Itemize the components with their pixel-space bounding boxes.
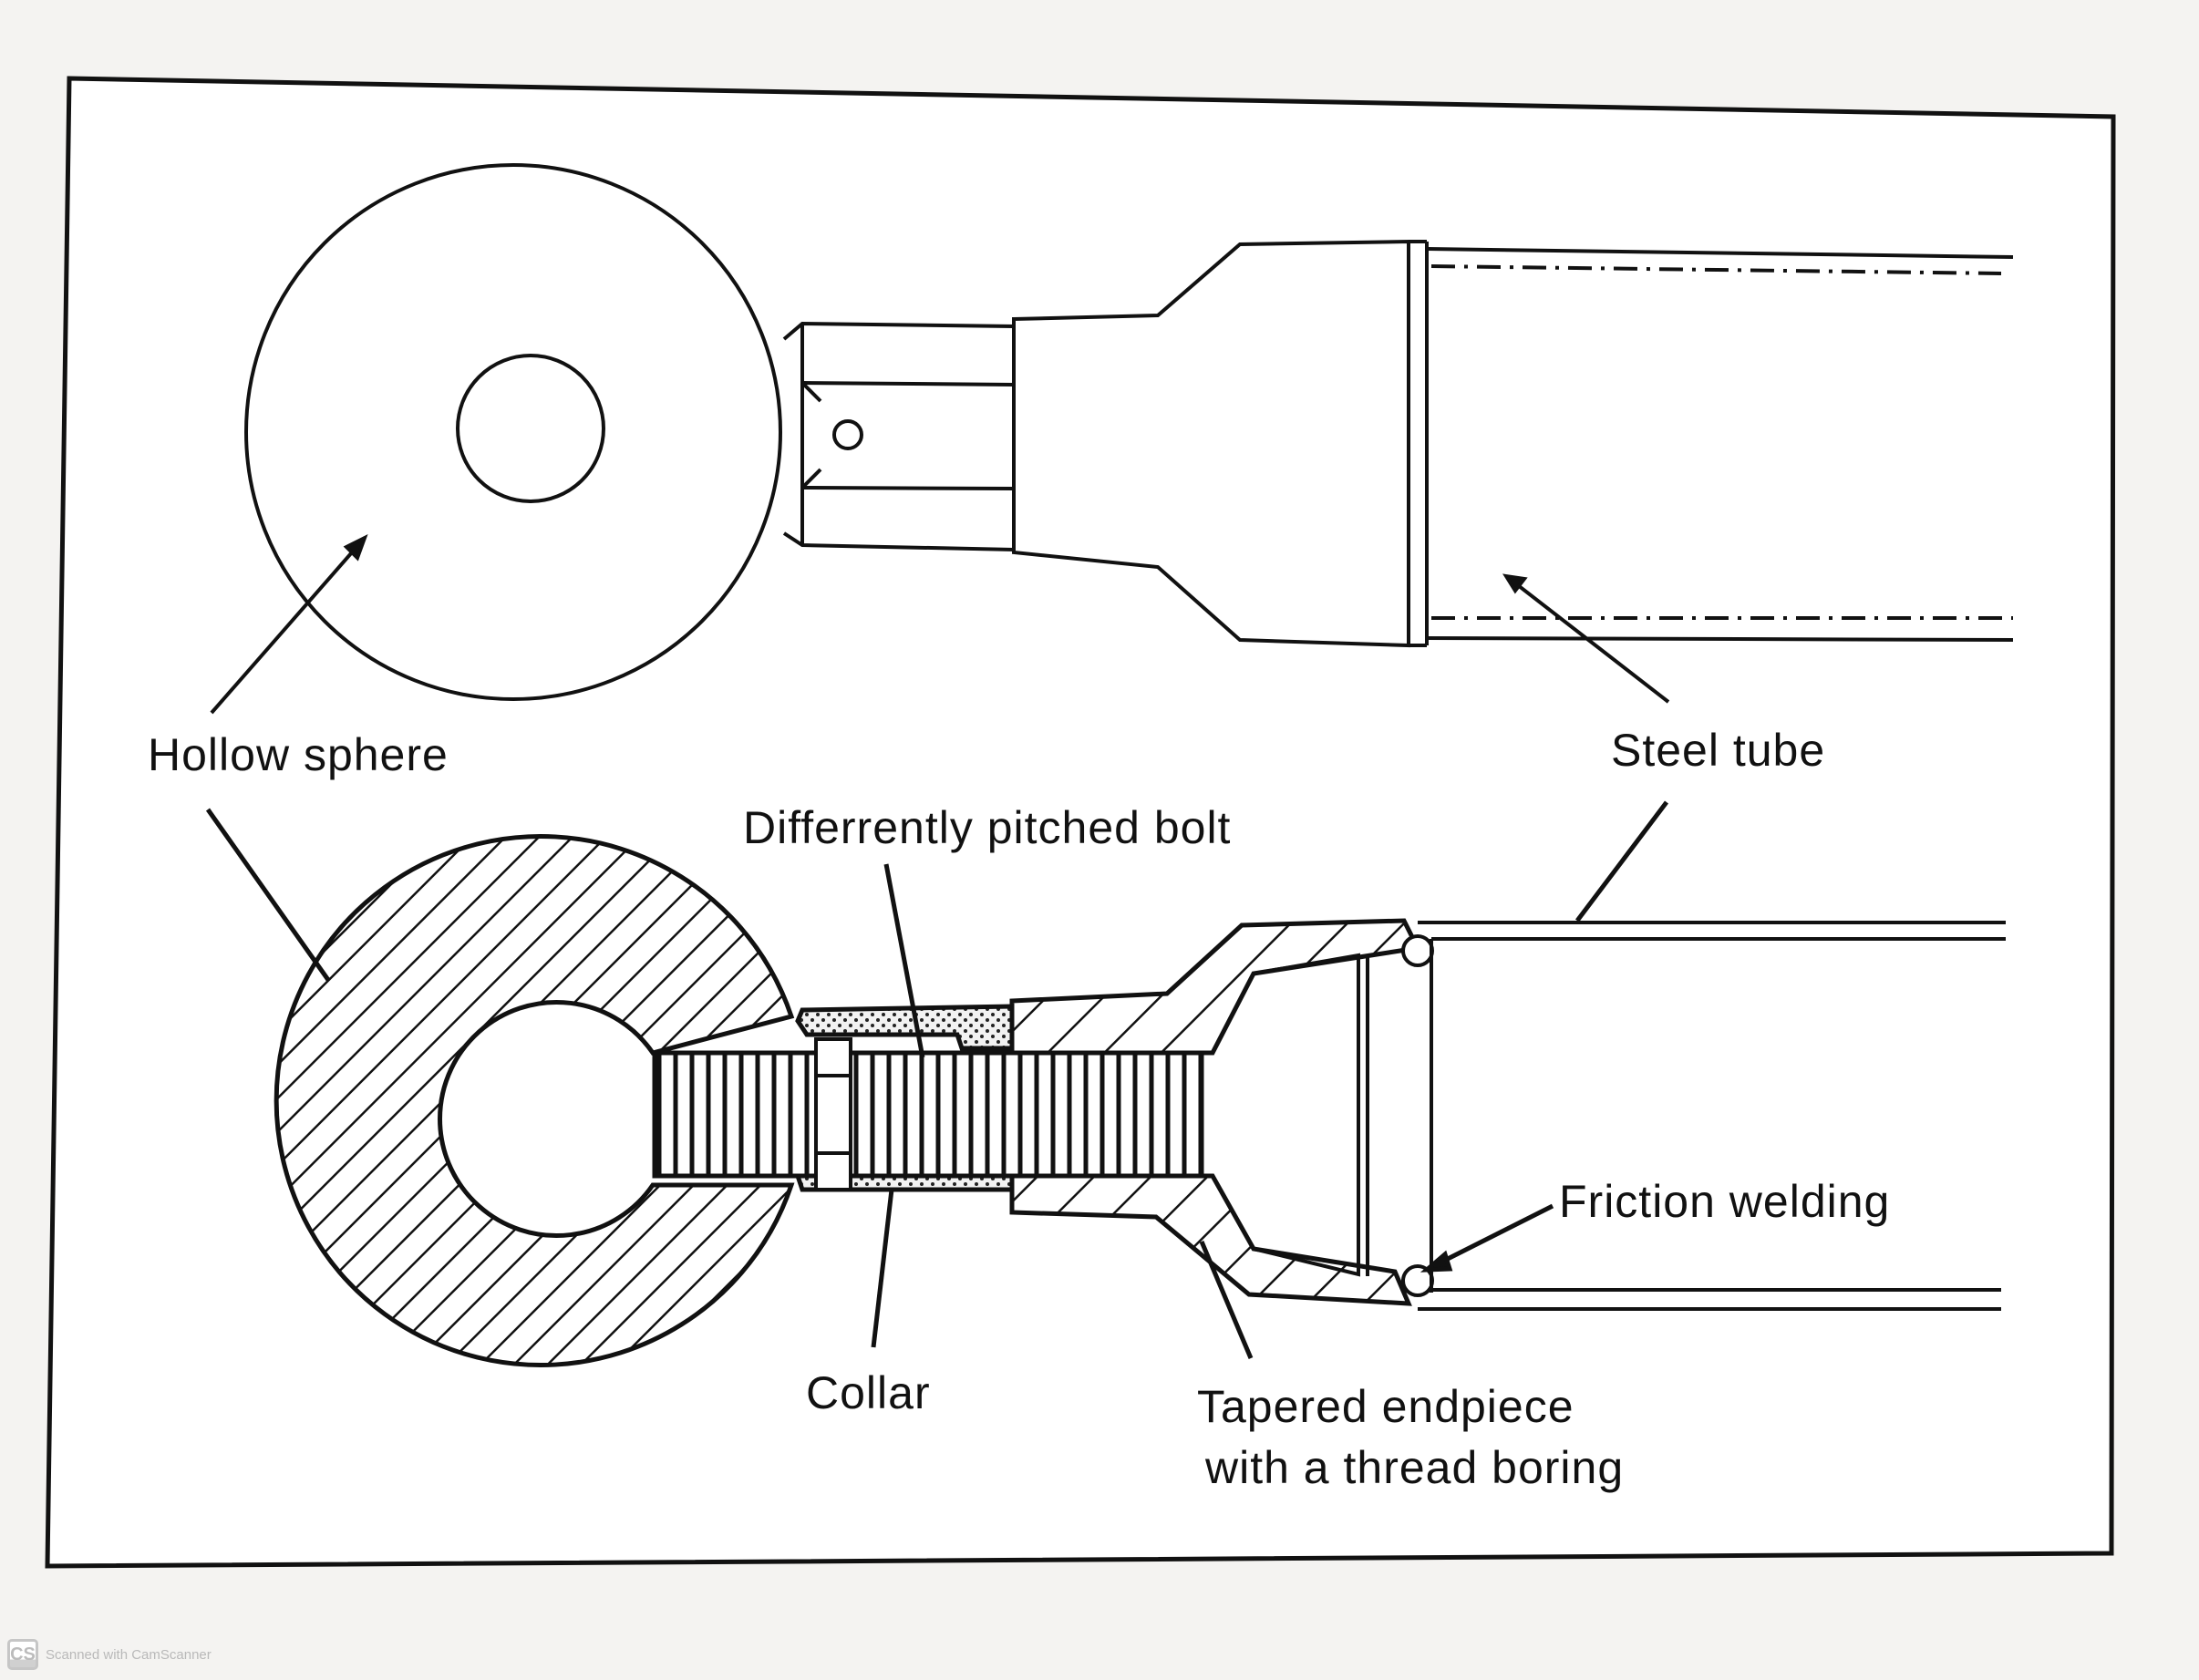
label-friction-welding: Friction welding xyxy=(1559,1176,1890,1227)
labels: Hollow sphere Steel tube Differrently pi… xyxy=(148,725,1890,1493)
leader-bolt xyxy=(883,863,925,1058)
leader-hollow-sphere-top xyxy=(210,536,366,715)
leader-lines-top xyxy=(210,533,1670,715)
leader-steel-tube-top xyxy=(1504,574,1670,704)
differently-pitched-bolt xyxy=(652,1050,1204,1179)
exterior-view xyxy=(244,163,2014,701)
hollow-sphere-section xyxy=(274,834,795,1367)
figure-frame xyxy=(45,76,2116,1569)
arrowhead-icon xyxy=(343,533,368,562)
section-view xyxy=(274,834,2006,1367)
camscanner-watermark: CS Scanned with CamScanner xyxy=(7,1639,212,1670)
leader-collar xyxy=(871,1189,894,1348)
sphere-bore-exterior xyxy=(456,354,605,503)
steel-tube-section xyxy=(1418,921,2006,1311)
leader-hollow-sphere xyxy=(205,808,331,982)
label-endpiece-line2: with a thread boring xyxy=(1204,1442,1624,1493)
hollow-sphere-exterior xyxy=(244,163,782,701)
leader-steel-tube xyxy=(1575,800,1668,922)
pin-hole xyxy=(832,419,863,450)
label-collar: Collar xyxy=(806,1367,931,1418)
label-hollow-sphere: Hollow sphere xyxy=(148,729,449,780)
watermark-text: Scanned with CamScanner xyxy=(46,1646,212,1663)
leader-lines-bottom xyxy=(205,800,1668,1359)
arrowhead-icon xyxy=(1502,573,1528,594)
label-steel-tube: Steel tube xyxy=(1611,725,1825,776)
camscanner-logo-icon: CS xyxy=(7,1639,38,1670)
friction-weld-top xyxy=(1401,934,1434,967)
label-bolt: Differrently pitched bolt xyxy=(743,802,1231,853)
label-endpiece-line1: Tapered endpiece xyxy=(1197,1381,1574,1432)
steel-tube-exterior xyxy=(1426,247,2014,642)
arrowhead-icon xyxy=(1420,1250,1453,1273)
leader-friction-welding xyxy=(1430,1203,1554,1270)
leader-endpiece xyxy=(1199,1241,1254,1359)
collar-section xyxy=(795,1004,1015,1051)
